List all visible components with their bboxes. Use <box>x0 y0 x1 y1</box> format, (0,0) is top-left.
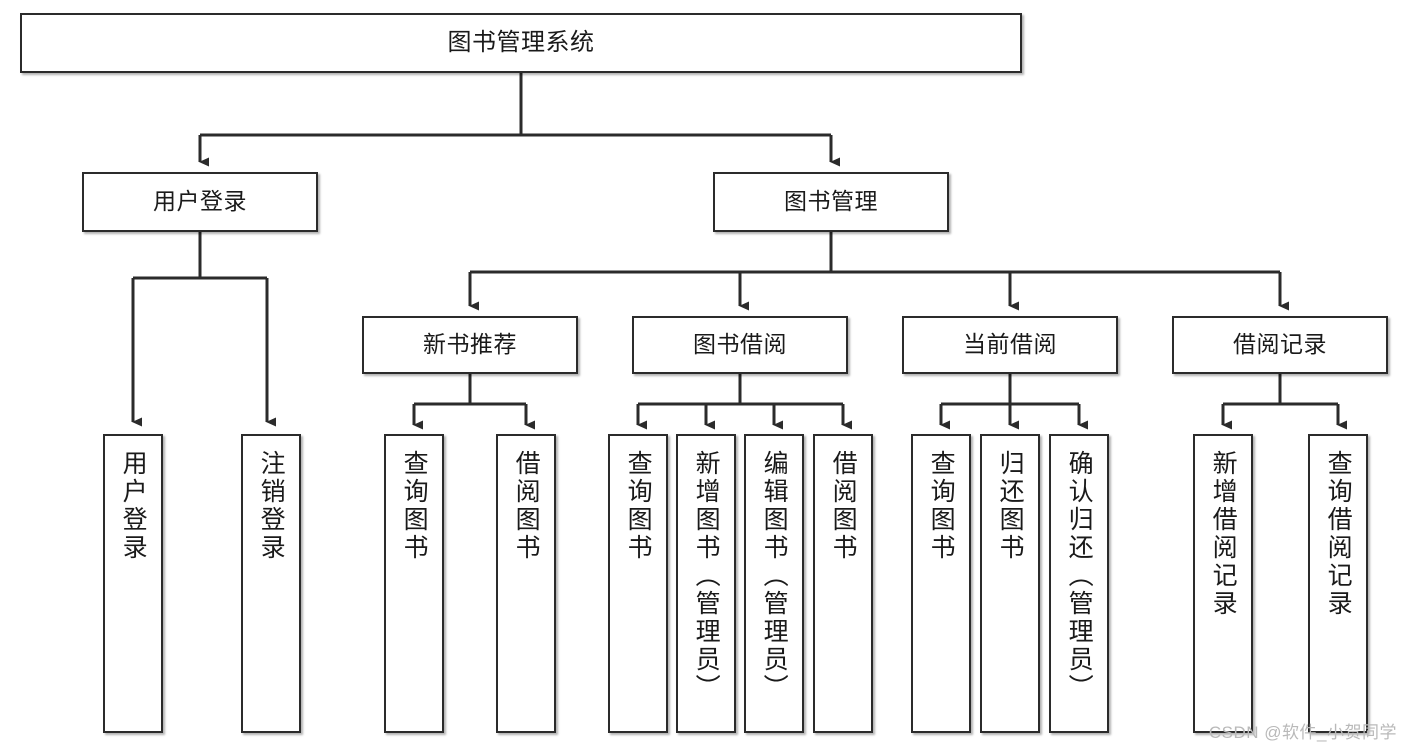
node-leaf-borrow-book-2-label: 借阅图书 <box>829 450 858 562</box>
node-leaf-query-record-label: 查询借阅记录 <box>1324 450 1353 618</box>
node-leaf-add-book-label: 新增图书（管理员） <box>692 450 721 702</box>
node-borrow-record[interactable]: 借阅记录 <box>1172 316 1388 374</box>
node-leaf-query-record[interactable]: 查询借阅记录 <box>1308 434 1368 733</box>
node-leaf-add-record-label: 新增借阅记录 <box>1209 450 1238 618</box>
node-leaf-borrow-book-1-label: 借阅图书 <box>512 450 541 562</box>
node-leaf-query-book-2-label: 查询图书 <box>624 450 653 562</box>
node-leaf-query-book-1-label: 查询图书 <box>400 450 429 562</box>
node-book-borrow-label: 图书借阅 <box>693 331 787 358</box>
node-current-borrow-label: 当前借阅 <box>963 331 1057 358</box>
node-book-borrow[interactable]: 图书借阅 <box>632 316 848 374</box>
node-user-login[interactable]: 用户登录 <box>82 172 318 232</box>
node-leaf-user-login-label: 用户登录 <box>119 450 148 562</box>
node-leaf-borrow-book-1[interactable]: 借阅图书 <box>496 434 556 733</box>
node-leaf-edit-book[interactable]: 编辑图书（管理员） <box>744 434 804 733</box>
node-book-manage[interactable]: 图书管理 <box>713 172 949 232</box>
node-leaf-confirm-return-label: 确认归还（管理员） <box>1065 450 1094 702</box>
node-leaf-user-login[interactable]: 用户登录 <box>103 434 163 733</box>
node-leaf-query-book-1[interactable]: 查询图书 <box>384 434 444 733</box>
node-user-login-label: 用户登录 <box>153 188 247 215</box>
node-leaf-logout-login-label: 注销登录 <box>257 450 286 562</box>
node-leaf-query-book-3-label: 查询图书 <box>927 450 956 562</box>
node-root[interactable]: 图书管理系统 <box>20 13 1022 73</box>
node-leaf-logout-login[interactable]: 注销登录 <box>241 434 301 733</box>
node-leaf-query-book-2[interactable]: 查询图书 <box>608 434 668 733</box>
node-new-book-recommend[interactable]: 新书推荐 <box>362 316 578 374</box>
node-leaf-edit-book-label: 编辑图书（管理员） <box>760 450 789 702</box>
node-root-label: 图书管理系统 <box>447 28 595 56</box>
node-leaf-add-book[interactable]: 新增图书（管理员） <box>676 434 736 733</box>
node-book-manage-label: 图书管理 <box>784 188 878 215</box>
node-leaf-return-book-label: 归还图书 <box>996 450 1025 562</box>
node-new-book-recommend-label: 新书推荐 <box>423 331 517 358</box>
node-leaf-confirm-return[interactable]: 确认归还（管理员） <box>1049 434 1109 733</box>
node-leaf-return-book[interactable]: 归还图书 <box>980 434 1040 733</box>
node-leaf-query-book-3[interactable]: 查询图书 <box>911 434 971 733</box>
node-leaf-borrow-book-2[interactable]: 借阅图书 <box>813 434 873 733</box>
node-leaf-add-record[interactable]: 新增借阅记录 <box>1193 434 1253 733</box>
node-current-borrow[interactable]: 当前借阅 <box>902 316 1118 374</box>
node-borrow-record-label: 借阅记录 <box>1233 331 1327 358</box>
